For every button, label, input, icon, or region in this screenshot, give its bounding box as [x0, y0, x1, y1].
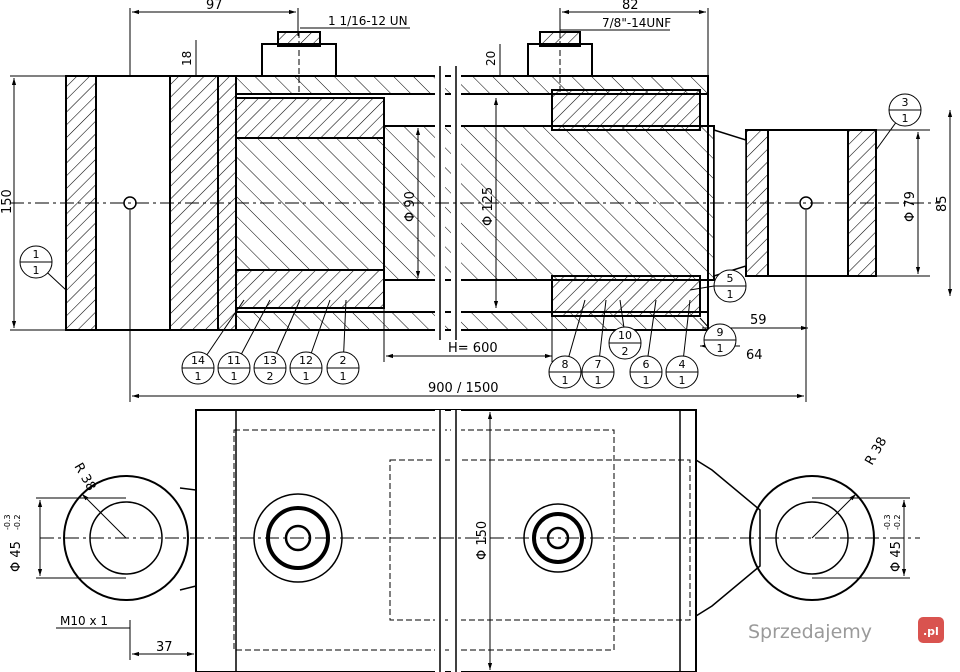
balloon-part-number: 2: [340, 354, 347, 367]
balloon-quantity: 1: [562, 374, 569, 387]
part-balloon: 41: [665, 355, 699, 389]
balloon-quantity: 1: [643, 374, 650, 387]
balloon-part-number: 9: [717, 326, 724, 339]
balloon-part-number: 1: [33, 248, 40, 261]
tol-upper-right: -0.3: [883, 514, 892, 530]
balloon-part-number: 12: [299, 354, 313, 367]
section-view: [65, 31, 877, 340]
outline-view: [63, 409, 875, 672]
balloon-quantity: 1: [902, 112, 909, 125]
balloon-part-number: 10: [618, 329, 632, 342]
tol-upper-left: -0.3: [3, 514, 12, 530]
outline-tube: [195, 409, 697, 672]
dim-tube-diameter: Φ 150: [475, 521, 490, 560]
dim-pin-left: Φ 45: [9, 541, 24, 572]
balloon-quantity: 1: [727, 288, 734, 301]
watermark: Sprzedajemy .pl: [748, 617, 944, 643]
balloon-part-number: 3: [902, 96, 909, 109]
part-balloon: 121: [289, 351, 323, 385]
dim-top-width-right: 82: [622, 0, 639, 13]
balloon-part-number: 5: [727, 272, 734, 285]
dim-height-left: 150: [0, 189, 15, 214]
balloon-quantity: 1: [33, 264, 40, 277]
watermark-badge: .pl: [923, 625, 939, 638]
balloon-quantity: 1: [195, 370, 202, 383]
dim-pin-right: Φ 45: [889, 541, 904, 572]
balloon-part-number: 8: [562, 358, 569, 371]
dim-port-height-left: 18: [180, 51, 194, 66]
part-balloon: 132: [253, 351, 287, 385]
balloon-part-number: 7: [595, 358, 602, 371]
part-balloon: 71: [581, 355, 615, 389]
dim-64: 64: [746, 348, 763, 363]
tol-lower-left: -0.2: [13, 514, 22, 530]
part-balloon: 102: [608, 326, 642, 360]
part-balloon: 91: [703, 323, 737, 357]
dim-radius-right: R 38: [862, 435, 890, 468]
dim-thread-right: 7/8"-14UNF: [602, 16, 671, 30]
dim-thread-left: 1 1/16-12 UN: [328, 14, 408, 28]
balloon-quantity: 1: [717, 342, 724, 355]
part-balloon: 141: [181, 351, 215, 385]
dim-port-height-right: 20: [484, 51, 498, 66]
balloon-quantity: 1: [595, 374, 602, 387]
watermark-text: Sprzedajemy: [748, 621, 872, 643]
balloon-quantity: 2: [622, 345, 629, 358]
dim-bore-diameter: Φ 125: [481, 187, 496, 226]
tol-lower-right: -0.2: [893, 514, 902, 530]
section-dimension-lines: [10, 8, 953, 402]
part-balloon: 11: [19, 245, 53, 279]
part-balloon: 111: [217, 351, 251, 385]
balloon-part-number: 11: [227, 354, 241, 367]
balloon-part-number: 13: [263, 354, 277, 367]
dim-grease-thread: M10 x 1: [60, 614, 108, 628]
dim-59: 59: [750, 313, 767, 328]
dim-37: 37: [156, 640, 173, 655]
balloon-part-number: 14: [191, 354, 205, 367]
balloon-quantity: 1: [303, 370, 310, 383]
dim-eye-diameter: Φ 79: [903, 191, 918, 222]
balloon-quantity: 2: [267, 370, 274, 383]
part-balloon: 61: [629, 355, 663, 389]
outline-dimension-lines: [36, 412, 910, 670]
part-balloon: 51: [713, 269, 747, 303]
balloon-quantity: 1: [340, 370, 347, 383]
dim-eye-height: 85: [935, 195, 950, 212]
balloon-quantity: 1: [231, 370, 238, 383]
balloon-part-number: 4: [679, 358, 686, 371]
dim-top-width-left: 97: [206, 0, 223, 13]
balloon-part-number: 6: [643, 358, 650, 371]
part-balloon: 81: [548, 355, 582, 389]
part-balloon: 31: [888, 93, 922, 127]
balloon-quantity: 1: [679, 374, 686, 387]
part-balloon: 21: [326, 351, 360, 385]
gland: [551, 89, 701, 131]
dim-total-length: 900 / 1500: [428, 381, 499, 396]
dim-stroke: H= 600: [448, 341, 498, 356]
dim-rod-diameter: Φ 90: [403, 191, 418, 222]
